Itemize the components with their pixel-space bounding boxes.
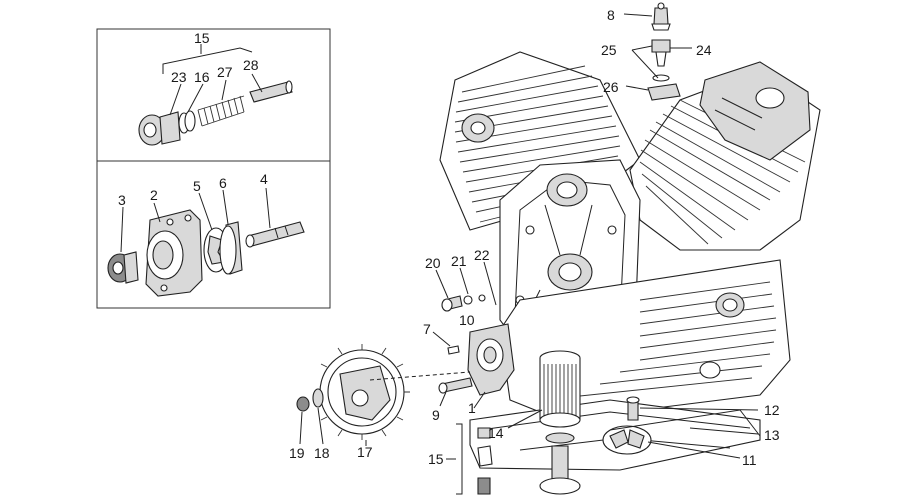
inset-box-bottom [96,160,331,309]
callout-11: 11 [742,452,757,468]
front-pump-group [296,261,515,446]
callout-12: 12 [764,402,780,418]
callout-10: 10 [459,312,475,328]
callout-15-bottom: 15 [428,451,444,467]
callout-19: 19 [289,445,305,461]
callout-20: 20 [425,255,441,271]
callout-25: 25 [601,42,617,58]
oil-pressure-sender [623,2,692,101]
callout-7: 7 [423,321,431,337]
oil-pump-exploded [107,187,305,297]
callout-9: 9 [432,407,440,423]
callout-18: 18 [314,445,330,461]
callout-27: 27 [217,64,233,80]
callout-28: 28 [243,57,259,73]
callout-1: 1 [468,400,476,416]
callout-14: 14 [488,425,504,441]
callout-24: 24 [696,42,712,58]
callout-21: 21 [451,253,467,269]
relief-valve-assembly [138,44,293,146]
callout-3: 3 [118,192,126,208]
callout-6: 6 [219,175,227,191]
callout-13: 13 [764,427,780,443]
callout-4: 4 [260,171,268,187]
callout-labels: 15 23 16 27 28 3 2 5 6 4 8 25 24 26 20 2… [118,7,780,468]
callout-17: 17 [357,444,373,460]
callout-15-top: 15 [194,30,210,46]
oil-filter-group [446,350,761,495]
callout-16: 16 [194,69,210,85]
callout-2: 2 [150,187,158,203]
callout-5: 5 [193,178,201,194]
callout-26: 26 [603,79,619,95]
callout-8: 8 [607,7,615,23]
callout-23: 23 [171,69,187,85]
inset-box-top [96,28,331,162]
callout-22: 22 [474,247,490,263]
